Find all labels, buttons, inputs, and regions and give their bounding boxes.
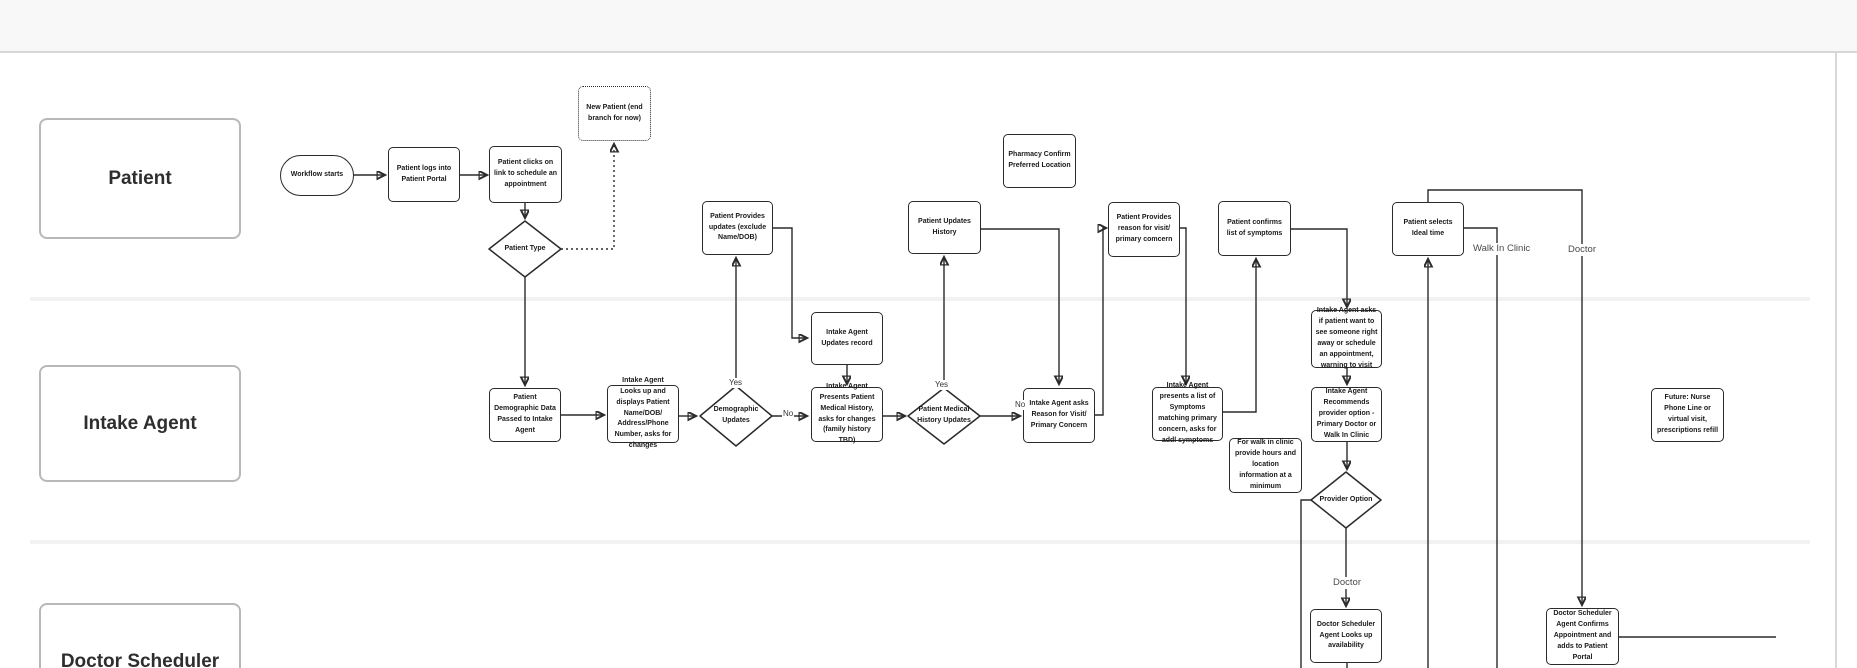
node-demographic-passed[interactable]: Patient Demographic Data Passed to Intak… [489, 388, 561, 442]
node-agent-looks-up[interactable]: Intake Agent Looks up and displays Patie… [607, 377, 679, 449]
edge-selecttime-doctor-confirm [1427, 189, 1582, 604]
node-agent-recommends[interactable]: Intake Agent Recommends provider option … [1311, 387, 1382, 442]
node-agent-updates-record[interactable]: Intake Agent Updates record [811, 312, 883, 365]
edge-provideroption-walkin [1300, 499, 1311, 668]
node-agent-presents-history[interactable]: Intake Agent Presents Patient Medical Hi… [811, 383, 883, 444]
node-confirms-symptoms[interactable]: Patient confirms list of symptoms [1218, 201, 1291, 256]
node-workflow-starts[interactable]: Workflow starts [280, 155, 354, 196]
node-agent-presents-symptoms[interactable]: Intake Agent presents a list of Symptoms… [1152, 382, 1223, 444]
node-provides-reason[interactable]: Patient Provides reason for visit/ prima… [1108, 202, 1180, 257]
edge-providereason-to-symptomlist [1180, 227, 1186, 383]
decision-demographic-updates[interactable] [699, 385, 773, 447]
edge-label-doctor-branch: Doctor [1331, 577, 1363, 590]
node-new-patient[interactable]: New Patient (end branch for now) [578, 86, 651, 141]
edge-label-doctor-column: Doctor [1566, 244, 1598, 257]
node-logs-in[interactable]: Patient logs into Patient Portal [388, 147, 460, 202]
edge-symptomlist-to-confirm [1223, 260, 1256, 413]
node-scheduler-looks-up[interactable]: Doctor Scheduler Agent Looks up availabi… [1310, 609, 1382, 663]
node-clicks-link[interactable]: Patient clicks on link to schedule an ap… [489, 146, 562, 203]
canvas-right-border [1835, 53, 1837, 668]
edge-confirm-to-rightaway [1291, 228, 1347, 306]
node-updates-history[interactable]: Patient Updates History [908, 201, 981, 254]
node-agent-asks-reason[interactable]: Intake Agent asks Reason for Visit/ Prim… [1023, 388, 1095, 443]
lane-doctor-scheduler[interactable]: Doctor Scheduler [39, 603, 241, 668]
edge-label-no-demographic: No [782, 409, 795, 419]
lane-separator-1 [30, 297, 1810, 301]
edge-label-yes-demographic: Yes [728, 378, 744, 388]
decision-patient-type[interactable] [488, 220, 562, 278]
lane-patient[interactable]: Patient [39, 118, 241, 239]
edge-patienttype-to-newpatient [561, 145, 614, 250]
decision-history-updates[interactable] [907, 387, 981, 445]
node-selects-time[interactable]: Patient selects Ideal time [1392, 202, 1464, 256]
decision-provider-option[interactable] [1310, 471, 1382, 529]
app-header-bar [0, 0, 1857, 53]
edge-selecttime-walkin [1464, 227, 1498, 668]
edge-askreason-to-providereason [1095, 228, 1105, 416]
edge-updates-to-record [773, 227, 806, 338]
edge-label-yes-history: Yes [934, 380, 950, 390]
node-scheduler-confirms[interactable]: Doctor Scheduler Agent Confirms Appointm… [1546, 608, 1619, 665]
node-agent-asks-right-away[interactable]: Intake Agent asks if patient want to see… [1311, 307, 1382, 369]
node-provides-updates[interactable]: Patient Provides updates (exclude Name/D… [702, 201, 773, 255]
node-walk-in-note[interactable]: For walk in clinic provide hours and loc… [1229, 438, 1302, 493]
lane-separator-2 [30, 540, 1810, 544]
node-future-nurse[interactable]: Future: Nurse Phone Line or virtual visi… [1651, 388, 1724, 442]
node-pharmacy-confirm[interactable]: Pharmacy Confirm Preferred Location [1003, 134, 1076, 188]
edge-label-walk-in-clinic: Walk In Clinic [1471, 243, 1533, 256]
edge-label-no-history: No [1014, 400, 1027, 410]
edge-updateshistory-to-askreason [981, 228, 1059, 383]
lane-intake-agent[interactable]: Intake Agent [39, 365, 241, 482]
